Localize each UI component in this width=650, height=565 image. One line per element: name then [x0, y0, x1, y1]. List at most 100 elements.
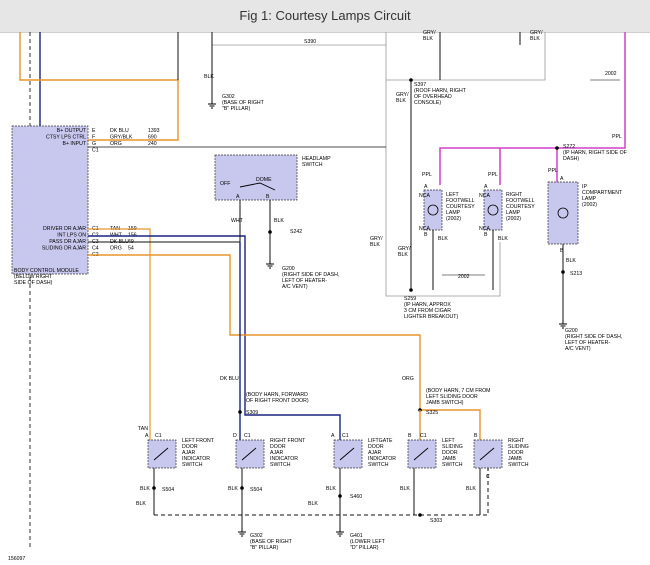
connector-label: NCA [479, 226, 490, 232]
wire-color-label: GRY/ [423, 30, 436, 36]
wire-color-label: BLK [140, 486, 150, 492]
wire-dk-blu-1393 [39, 32, 88, 135]
wire-color-label: BLK [400, 486, 410, 492]
component-name: COURTESY [446, 204, 475, 210]
splice-label: S390 [304, 39, 316, 45]
splice-s309 [238, 410, 242, 414]
right-front-door-switch [235, 439, 265, 469]
wire-dk-blu-49 [88, 235, 341, 440]
switch-position: DOME [256, 177, 272, 183]
component-name: IP [582, 184, 587, 190]
wire-color-label: BLK [423, 36, 433, 42]
connector-label: NCA [419, 193, 430, 199]
connector-label: NCA [479, 193, 490, 199]
switch-contact [239, 182, 276, 191]
wire-org-top [19, 32, 179, 141]
ground-label: "B" PILLAR) [222, 106, 250, 112]
pin-id: B [560, 248, 564, 254]
ground-label: "D" PILLAR) [350, 545, 379, 551]
module-pin-label: DRIVER DR AJAR [43, 226, 86, 232]
ground-label: G401 [350, 533, 363, 539]
splice-note: LIGHTER BREAKOUT) [404, 314, 458, 320]
splice-label: S460 [350, 494, 362, 500]
left-front-door-switch [147, 439, 177, 469]
pin-id: A [331, 433, 335, 439]
wire-color-label: GRY/ [370, 236, 383, 242]
wire-tan-159 [88, 228, 151, 440]
ground-label: G200 [565, 328, 578, 334]
wire-color-label: PPL [488, 172, 498, 178]
component-name: JAMB [442, 456, 456, 462]
wire-color-label: BLK [370, 242, 380, 248]
component-name: LAMP [506, 210, 521, 216]
component-name: (2002) [506, 216, 521, 222]
component-name: SWITCH [368, 462, 389, 468]
gray-harness [211, 32, 386, 46]
left-front-door-switch-contact [153, 447, 169, 461]
ground-label: LEFT OF HEATER- [282, 278, 327, 284]
left-footwell-lamp-bulb [427, 204, 439, 216]
circuit-number: 54 [128, 246, 134, 252]
wire-color-label: PPL [422, 172, 432, 178]
pin-id: C4 [92, 246, 99, 252]
wire-color-label: BLK [396, 98, 406, 104]
wire-color-label: PPL [612, 134, 622, 140]
ground-label: A/C VENT) [565, 346, 591, 352]
splice-note: S397 [414, 82, 426, 88]
module-pin-label: B+ OUTPUT [57, 128, 87, 134]
pin-id: A [484, 184, 488, 190]
left-sliding-door-switch-contact [413, 447, 429, 461]
right-sliding-door-switch-contact [479, 447, 495, 461]
splice-label: S504 [250, 487, 262, 493]
ground-label: (RIGHT SIDE OF DASH, [282, 272, 339, 278]
component-name: RIGHT FRONT [270, 438, 306, 444]
pin-id: A [236, 194, 240, 200]
splice-note: CONSOLE) [414, 100, 441, 106]
ground-harness [154, 468, 489, 516]
splice-note: JAMB SWITCH) [426, 400, 464, 406]
component-name: INDICATOR [368, 456, 396, 462]
right-sliding-door-switch [473, 439, 503, 469]
year-label: 2002 [605, 71, 617, 77]
wire-color-label: BLK [498, 236, 508, 242]
gray-harness [385, 32, 501, 297]
component-name: SLIDING [442, 444, 463, 450]
pin-id: C1 [155, 433, 162, 439]
ground-label: G302 [222, 94, 235, 100]
liftgate-door-switch-contact [339, 447, 355, 461]
wire-color-label: WHT [231, 218, 244, 224]
splice-s242 [268, 230, 272, 234]
pin-id: A [424, 184, 428, 190]
component-name: DOOR [182, 444, 198, 450]
component-name: SWITCH [270, 462, 291, 468]
ground-label: "B" PILLAR) [250, 545, 278, 551]
splice-note: (IP HARN, APPROX [404, 302, 451, 308]
pin-id: E [92, 128, 96, 134]
pin-id: A [145, 433, 149, 439]
component-name: FOOTWELL [506, 198, 535, 204]
wire-color-label: TAN [138, 426, 148, 432]
splice-note: OF OVERHEAD [414, 94, 452, 100]
wire-color-label: BLK [228, 486, 238, 492]
pin-id: F [92, 135, 95, 141]
component-name: SWITCH [302, 162, 323, 168]
liftgate-door-switch [333, 439, 363, 469]
component-name: AJAR [182, 450, 196, 456]
splice-label: S309 [246, 410, 258, 416]
connector-label: NCA [419, 226, 430, 232]
ground-label: A/C VENT) [282, 284, 308, 290]
ground-label: (BASE OF RIGHT [222, 100, 265, 106]
ground-label: (LOWER LEFT [350, 539, 386, 545]
component-name: INDICATOR [182, 456, 210, 462]
splice-note: (BODY HARN, FORWARD [246, 392, 308, 398]
splice-label: S303 [430, 518, 442, 524]
pin-id: B [484, 232, 488, 238]
component-name: SWITCH [508, 462, 529, 468]
component-name: JAMB [508, 456, 522, 462]
splice-s504a [152, 486, 156, 490]
circuit-number: 690 [148, 135, 157, 141]
splice-s259 [409, 288, 413, 292]
ground-label: G200 [282, 266, 295, 272]
pin-id: A [560, 176, 564, 182]
component-name: (2002) [582, 202, 597, 208]
